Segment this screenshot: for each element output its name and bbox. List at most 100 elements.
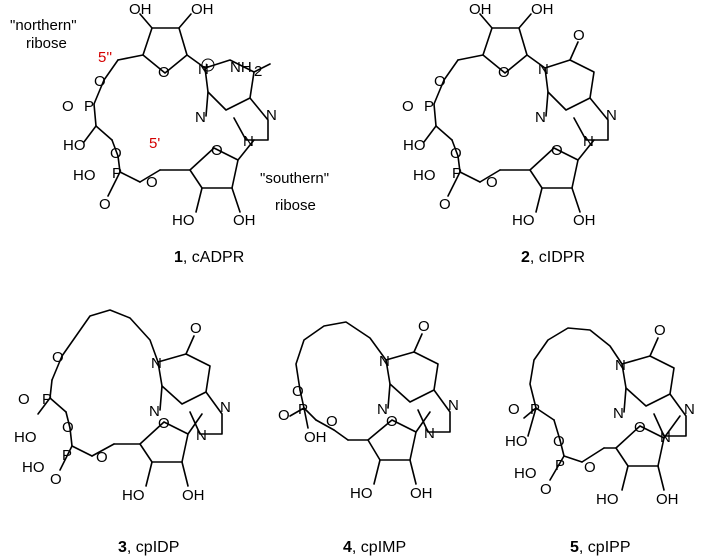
mol5-name: , cpIPP xyxy=(579,539,631,556)
mol5-o-bridge: O xyxy=(553,433,565,450)
mol3-o-ring: O xyxy=(158,415,170,432)
mol1-oh-3p: OH xyxy=(233,212,256,229)
mol1-n3: N xyxy=(195,109,206,126)
mol4-caption: 4, cpIMP xyxy=(343,539,406,556)
mol2-ho-2p: HO xyxy=(512,212,535,229)
mol2-name: , cIDPR xyxy=(530,249,585,266)
mol5-oh-3p: OH xyxy=(656,491,679,508)
mol3-o-p1-dbl: O xyxy=(18,391,30,408)
mol1-northern-line2: ribose xyxy=(26,35,67,52)
mol2-o-ring-north: O xyxy=(498,64,510,81)
mol5-o-p1-dbl: O xyxy=(508,401,520,418)
mol3-n3: N xyxy=(149,403,160,420)
mol1-southern-line1: "southern" xyxy=(260,170,329,187)
mol4-name: , cpIMP xyxy=(352,539,406,556)
mol3-ho-2p: HO xyxy=(122,487,145,504)
molecule-4-cpimp: O N N N N O P O OH O O HO OH 4, cpIMP xyxy=(278,318,459,556)
mol5-ho-p1: HO xyxy=(505,433,528,450)
mol2-ho-p2: HO xyxy=(413,167,436,184)
mol5-caption: 5, cpIPP xyxy=(570,539,630,556)
mol4-n3: N xyxy=(377,401,388,418)
mol3-o-carbonyl: O xyxy=(190,320,202,337)
mol1-label-5p: 5' xyxy=(149,135,160,152)
mol3-ho-p1: HO xyxy=(14,429,37,446)
mol1-name: , cADPR xyxy=(183,249,244,266)
mol3-o-chain: O xyxy=(52,349,64,366)
mol4-ho-2p: HO xyxy=(350,485,373,502)
mol1-northern-line1: "northern" xyxy=(10,17,77,34)
mol4-o-chain: O xyxy=(292,383,304,400)
mol5-ho-2p: HO xyxy=(596,491,619,508)
mol2-o-carbonyl: O xyxy=(573,27,585,44)
mol2-p2: P xyxy=(452,165,462,182)
mol1-p2: P xyxy=(112,165,122,182)
mol3-o-5p: O xyxy=(96,449,108,466)
mol2-o-ring-south: O xyxy=(551,142,563,159)
mol5-o-p2-dbl: O xyxy=(540,481,552,498)
mol3-o-p2-dbl: O xyxy=(50,471,62,488)
mol2-o-p2-dbl: O xyxy=(439,196,451,213)
molecule-1-cadpr: OH OH O N NH 2 N N N + O P O HO O HO P O… xyxy=(10,1,329,266)
molecule-5-cpipp: O N N N N P O HO O HO P O O O HO OH 5, c… xyxy=(505,322,695,556)
mol2-p1: P xyxy=(424,98,434,115)
mol3-oh-3p: OH xyxy=(182,487,205,504)
mol3-p1: P xyxy=(42,391,52,408)
mol1-o-p1-dbl: O xyxy=(62,98,74,115)
mol3-n1: N xyxy=(151,355,162,372)
mol1-label-5pp: 5'' xyxy=(98,49,112,66)
mol2-n9: N xyxy=(583,133,594,150)
mol2-o-5pp: O xyxy=(434,73,446,90)
mol3-o-bridge: O xyxy=(62,419,74,436)
mol5-n1: N xyxy=(615,357,626,374)
mol2-n1: N xyxy=(538,61,549,78)
mol2-number: 2 xyxy=(521,249,530,266)
mol1-plus: + xyxy=(203,61,209,73)
mol5-n9: N xyxy=(660,429,671,446)
mol4-p: P xyxy=(298,401,308,418)
mol2-oh-3p: OH xyxy=(573,212,596,229)
mol4-number: 4 xyxy=(343,539,352,556)
mol5-p1: P xyxy=(530,401,540,418)
mol2-oh-a: OH xyxy=(469,1,492,18)
mol4-o-p-dbl: O xyxy=(278,407,290,424)
mol5-p2: P xyxy=(555,457,565,474)
mol3-ho-p2: HO xyxy=(22,459,45,476)
mol4-oh-3p: OH xyxy=(410,485,433,502)
mol1-plus-charge-icon xyxy=(201,58,215,72)
mol4-n1: N xyxy=(379,353,390,370)
mol3-number: 3 xyxy=(118,539,127,556)
mol1-nh2: NH xyxy=(230,59,252,76)
mol4-o-carbonyl: O xyxy=(418,318,430,335)
mol2-caption: 2, cIDPR xyxy=(521,249,585,266)
mol1-o-ring-south: O xyxy=(211,142,223,159)
mol5-o-5p: O xyxy=(584,459,596,476)
mol1-p1: P xyxy=(84,98,94,115)
mol4-o-ester: O xyxy=(326,413,338,430)
mol2-oh-b: OH xyxy=(531,1,554,18)
molecule-2-cidpr: OH OH O O N N N N O P O HO O HO P O O O … xyxy=(402,1,617,266)
mol2-o-p1-dbl: O xyxy=(402,98,414,115)
mol3-n9: N xyxy=(196,427,207,444)
mol1-oh-2pp: OH xyxy=(129,1,152,18)
mol3-caption: 3, cpIDP xyxy=(118,539,179,556)
mol1-n9: N xyxy=(243,133,254,150)
mol1-o-5p: O xyxy=(146,174,158,191)
mol2-n7: N xyxy=(606,107,617,124)
mol3-p2: P xyxy=(62,447,72,464)
mol4-n9: N xyxy=(424,425,435,442)
mol4-o-ring: O xyxy=(386,413,398,430)
mol5-o-ring: O xyxy=(634,419,646,436)
mol2-ho-p1: HO xyxy=(403,137,426,154)
mol1-n7: N xyxy=(266,107,277,124)
mol1-southern-line2: ribose xyxy=(275,197,316,214)
mol3-n7: N xyxy=(220,399,231,416)
mol1-nh2-sub: 2 xyxy=(254,63,262,80)
mol1-number: 1 xyxy=(174,249,183,266)
mol1-oh-3pp: OH xyxy=(191,1,214,18)
mol1-ho-p1: HO xyxy=(63,137,86,154)
mol5-n3: N xyxy=(613,405,624,422)
mol2-n3: N xyxy=(535,109,546,126)
mol2-o-bridge: O xyxy=(450,145,462,162)
mol5-ho-p2: HO xyxy=(514,465,537,482)
